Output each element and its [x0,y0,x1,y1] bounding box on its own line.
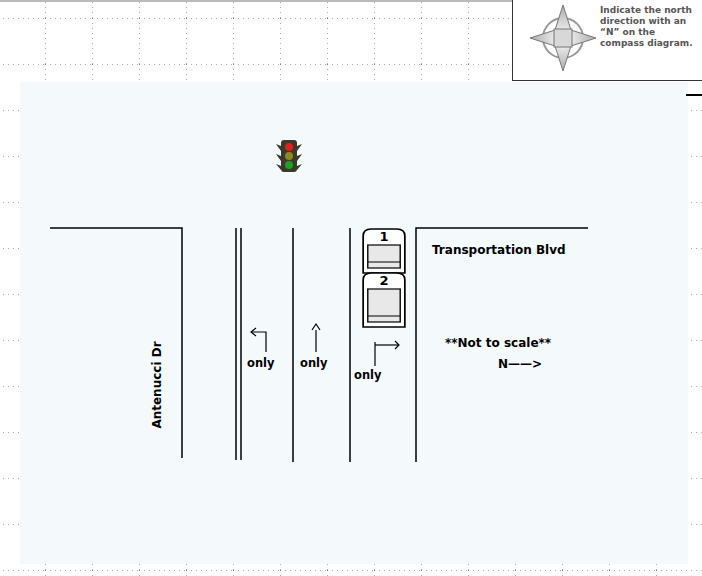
car-box: 1 [362,228,406,274]
lane-label: only [300,357,328,371]
car-number: 2 [362,272,406,288]
traffic-light [276,140,302,172]
lane-label: only [247,357,275,371]
lane-label: only [354,369,382,383]
car-number: 1 [362,228,406,244]
diagram-panel [20,82,688,564]
compass-symbol [530,5,596,71]
road-lines [50,228,588,462]
car-box: 2 [362,272,406,328]
north-arrow: N——> [498,357,542,371]
instruction-note: Indicate the north direction with an “N”… [600,5,698,49]
compass-panel [512,0,702,80]
street-name: Antenucci Dr [150,341,164,428]
street-name: Transportation Blvd [432,243,566,257]
scale-note: **Not to scale** [445,336,551,350]
